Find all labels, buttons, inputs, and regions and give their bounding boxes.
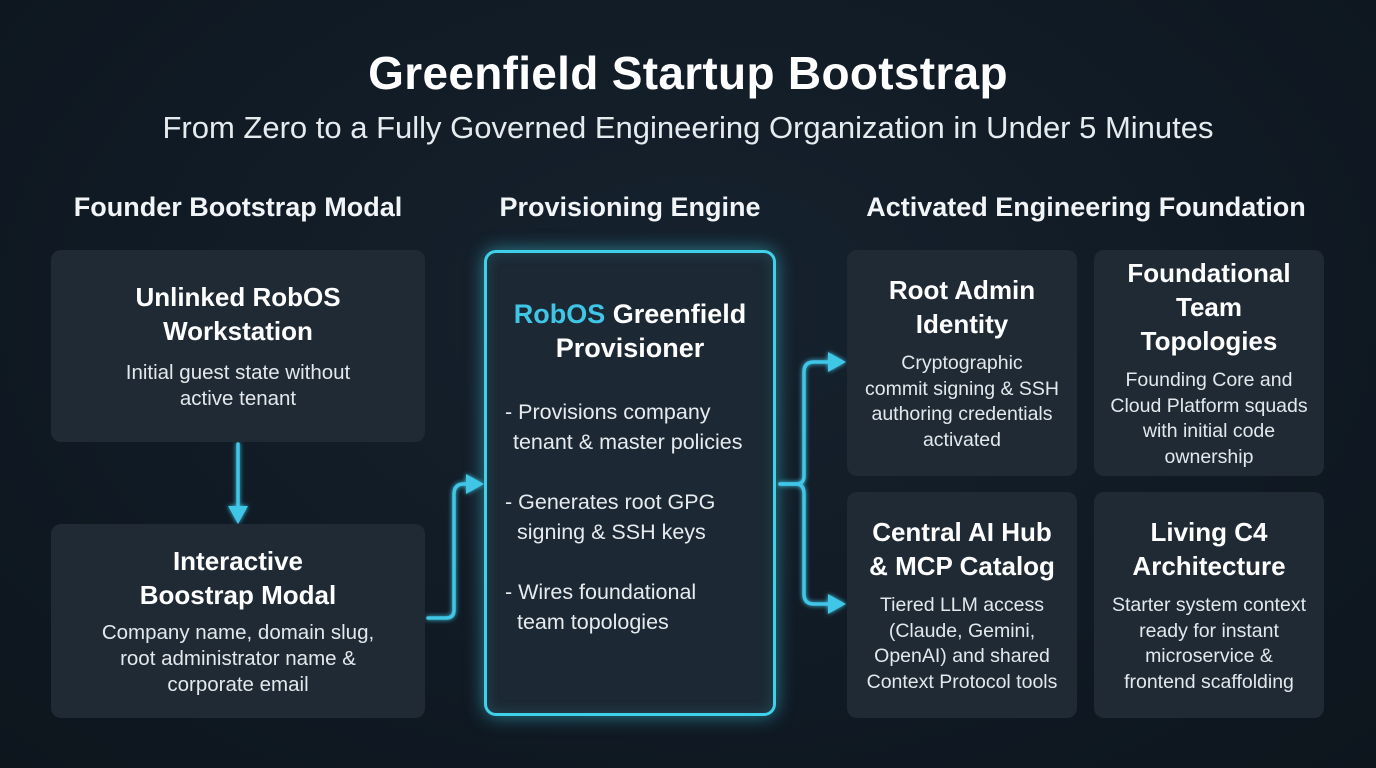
card-description: Starter system context ready for instant… bbox=[1112, 594, 1306, 693]
card-living-c4-architecture: Living C4 Architecture Starter system co… bbox=[1094, 492, 1324, 718]
arrow-engine-to-root-admin bbox=[778, 360, 834, 486]
card-central-ai-hub: Central AI Hub & MCP Catalog Tiered LLM … bbox=[847, 492, 1077, 718]
card-description: Founding Core and Cloud Platform squads … bbox=[1110, 369, 1308, 468]
card-description: Initial guest state without active tenan… bbox=[125, 361, 351, 410]
engine-bullet: - Generates root GPG signing & SSH keys bbox=[505, 490, 716, 544]
column-heading-engine: Provisioning Engine bbox=[499, 192, 761, 222]
page-subtitle: From Zero to a Fully Governed Engineerin… bbox=[162, 110, 1214, 145]
card-title: Interactive Boostrap Modal bbox=[139, 546, 337, 610]
provisioner-engine-box: RobOS Greenfield Provisioner - Provision… bbox=[484, 250, 776, 716]
column-heading-foundation: Activated Engineering Foundation bbox=[866, 192, 1306, 222]
card-description: Company name, domain slug, root administ… bbox=[101, 621, 375, 696]
card-title: Central AI Hub & MCP Catalog bbox=[869, 517, 1055, 581]
page-title: Greenfield Startup Bootstrap bbox=[368, 47, 1008, 99]
arrowhead-modal-to-engine bbox=[466, 474, 484, 494]
card-description: Tiered LLM access (Claude, Gemini, OpenA… bbox=[866, 594, 1058, 693]
arrowhead-workstation-to-modal bbox=[228, 506, 248, 524]
arrow-engine-to-ai-hub bbox=[778, 482, 834, 606]
card-team-topologies: Foundational Team Topologies Founding Co… bbox=[1094, 250, 1324, 476]
arrowhead-to-root-admin bbox=[828, 352, 846, 372]
card-title: Foundational Team Topologies bbox=[1127, 258, 1291, 356]
card-description: Cryptographic commit signing & SSH autho… bbox=[865, 352, 1059, 451]
engine-title: RobOS Greenfield Provisioner bbox=[513, 299, 747, 363]
card-root-admin-identity: Root Admin Identity Cryptographic commit… bbox=[847, 250, 1077, 476]
engine-bullet: - Provisions company tenant & master pol… bbox=[505, 400, 743, 454]
engine-title-accent: RobOS bbox=[513, 299, 606, 329]
arrowhead-to-ai-hub bbox=[828, 594, 846, 614]
card-title: Unlinked RobOS Workstation bbox=[135, 282, 341, 346]
card-unlinked-workstation: Unlinked RobOS Workstation Initial guest… bbox=[51, 250, 425, 442]
column-heading-founder: Founder Bootstrap Modal bbox=[73, 192, 403, 222]
card-title: Root Admin Identity bbox=[888, 275, 1036, 339]
engine-bullet: - Wires foundational team topologies bbox=[505, 580, 697, 634]
arrow-modal-to-engine bbox=[426, 482, 472, 620]
card-title: Living C4 Architecture bbox=[1132, 517, 1286, 581]
card-interactive-modal: Interactive Boostrap Modal Company name,… bbox=[51, 524, 425, 718]
